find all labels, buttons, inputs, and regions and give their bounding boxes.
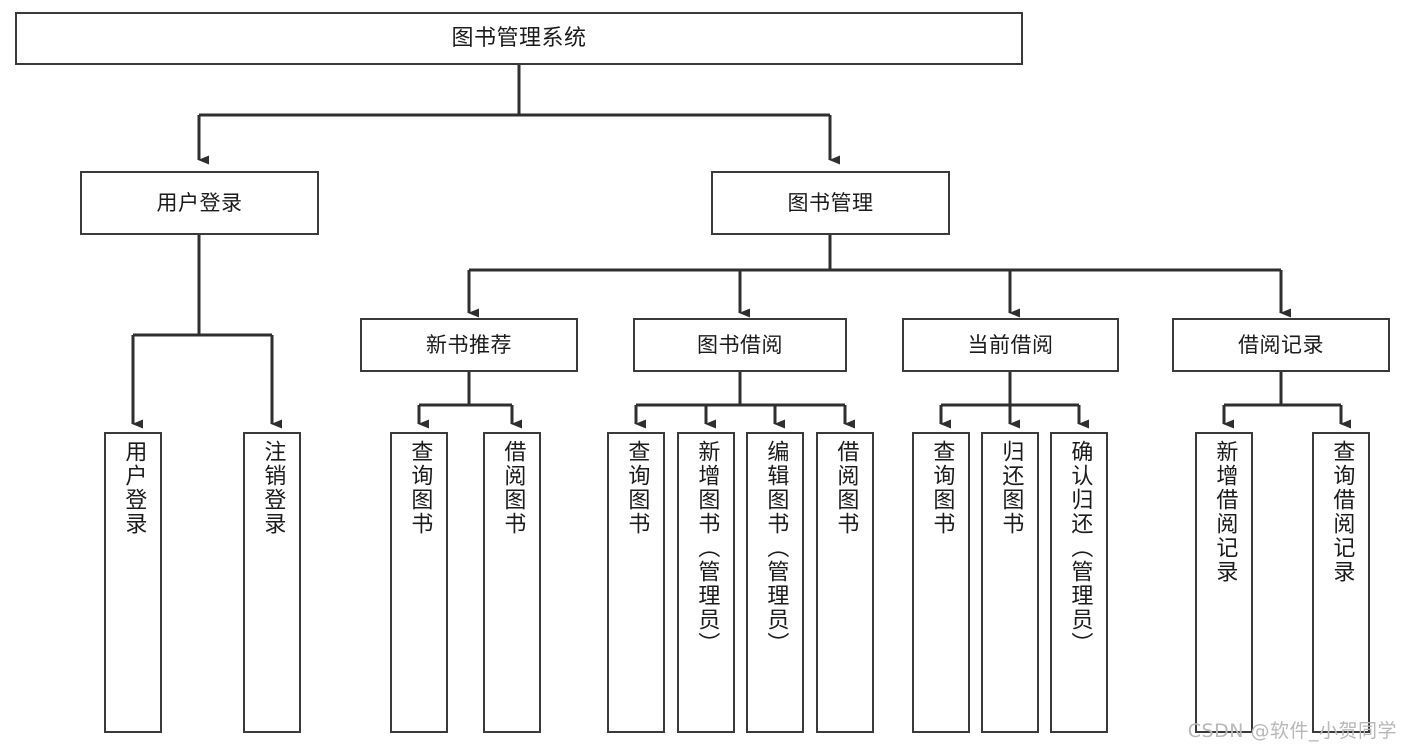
node-label: 借阅图书	[500, 440, 526, 536]
leaf-borrow-record-query-record[interactable]: 查询借阅记录	[1312, 432, 1370, 733]
node-label: 新书推荐	[426, 332, 512, 357]
leaf-current-borrow-confirm-return-admin[interactable]: 确认归还（管理员）	[1050, 432, 1108, 733]
node-label: 编辑图书（管理员）	[763, 440, 789, 656]
node-label: 图书管理	[787, 190, 874, 215]
node-label: 归还图书	[998, 440, 1024, 536]
node-label: 用户登录	[121, 440, 147, 536]
node-label: 确认归还（管理员）	[1067, 440, 1093, 656]
node-label: 查询图书	[407, 440, 433, 536]
node-label: 借阅图书	[833, 440, 859, 536]
node-label: 用户登录	[156, 190, 243, 215]
node-label: 借阅记录	[1238, 332, 1324, 357]
node-borrow-record[interactable]: 借阅记录	[1172, 318, 1390, 372]
leaf-current-borrow-query-books[interactable]: 查询图书	[912, 432, 970, 733]
node-new-book-recommend[interactable]: 新书推荐	[360, 318, 578, 372]
leaf-book-borrow-query-books[interactable]: 查询图书	[607, 432, 665, 733]
node-label: 查询图书	[624, 440, 650, 536]
leaf-user-login-login[interactable]: 用户登录	[104, 432, 162, 733]
node-root-book-management-system[interactable]: 图书管理系统	[15, 12, 1023, 65]
leaf-new-book-borrow-books[interactable]: 借阅图书	[483, 432, 541, 733]
node-book-management[interactable]: 图书管理	[711, 171, 950, 235]
node-label: 查询图书	[929, 440, 955, 536]
node-book-borrow[interactable]: 图书借阅	[633, 318, 847, 372]
leaf-current-borrow-return-books[interactable]: 归还图书	[981, 432, 1039, 733]
node-label: 图书借阅	[697, 332, 783, 357]
node-current-borrow[interactable]: 当前借阅	[902, 318, 1119, 372]
node-label: 图书管理系统	[451, 25, 587, 51]
leaf-book-borrow-edit-book-admin[interactable]: 编辑图书（管理员）	[746, 432, 804, 733]
leaf-new-book-query-books[interactable]: 查询图书	[390, 432, 448, 733]
leaf-book-borrow-borrow-books[interactable]: 借阅图书	[816, 432, 874, 733]
node-label: 新增借阅记录	[1212, 440, 1238, 584]
node-label: 当前借阅	[967, 332, 1054, 357]
leaf-borrow-record-add-record[interactable]: 新增借阅记录	[1195, 432, 1253, 733]
node-user-login[interactable]: 用户登录	[80, 171, 319, 235]
leaf-book-borrow-add-book-admin[interactable]: 新增图书（管理员）	[677, 432, 735, 733]
csdn-watermark: CSDN @软件_小贺同学	[1187, 720, 1397, 742]
node-label: 查询借阅记录	[1329, 440, 1355, 584]
leaf-user-login-logout[interactable]: 注销登录	[243, 432, 301, 733]
node-label: 新增图书（管理员）	[694, 440, 720, 656]
node-label: 注销登录	[260, 440, 286, 536]
